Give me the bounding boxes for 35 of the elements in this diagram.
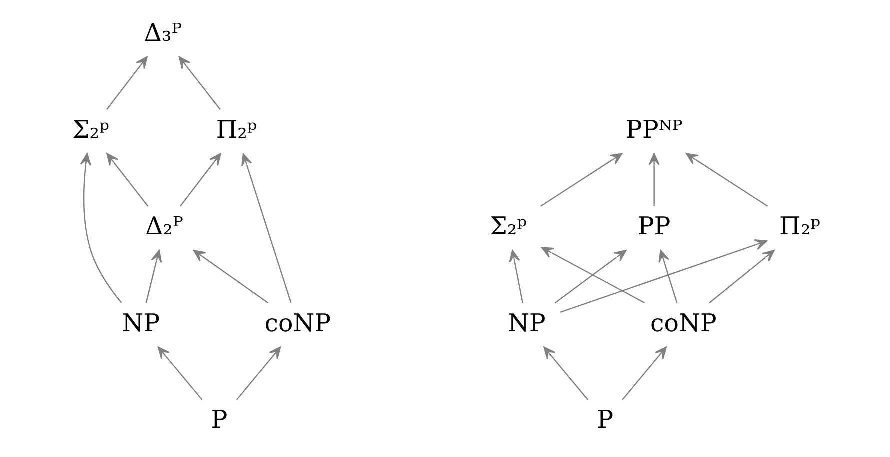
arrow bbox=[708, 250, 774, 304]
arrow bbox=[540, 247, 645, 304]
arrow bbox=[554, 250, 626, 304]
arrow bbox=[540, 153, 622, 207]
node-text: NP bbox=[507, 308, 546, 338]
node-text: P bbox=[210, 405, 228, 434]
arrow bbox=[560, 240, 767, 314]
arrow bbox=[106, 56, 148, 110]
arrow bbox=[145, 250, 162, 304]
arrow bbox=[157, 346, 202, 400]
arrow bbox=[543, 346, 588, 400]
arrow bbox=[648, 153, 660, 206]
node-text: PP bbox=[637, 212, 670, 241]
arrow bbox=[80, 153, 122, 304]
node-text: NP bbox=[122, 308, 160, 338]
arrow bbox=[241, 154, 292, 304]
arrow bbox=[192, 250, 268, 304]
node-text: Δ₂ᴾ bbox=[145, 212, 183, 241]
node-text: Δ₃ᴾ bbox=[144, 18, 182, 48]
node-text: Π₂ᵖ bbox=[779, 212, 820, 241]
node-text: coNP bbox=[264, 308, 331, 338]
arrow bbox=[685, 153, 768, 207]
node-text: P bbox=[596, 405, 614, 434]
node-text: PPᴺᴾ bbox=[625, 114, 682, 144]
node-text: Σ₂ᵖ bbox=[72, 114, 109, 144]
arrow bbox=[178, 56, 220, 110]
arrow bbox=[106, 153, 148, 207]
node-text: Π₂ᵖ bbox=[216, 114, 257, 144]
arrow bbox=[622, 346, 666, 400]
arrow bbox=[508, 250, 523, 304]
node-text: Σ₂ᵖ bbox=[490, 212, 527, 241]
arrow bbox=[236, 346, 281, 400]
arrow bbox=[658, 250, 678, 304]
node-text: coNP bbox=[650, 308, 716, 338]
arrow bbox=[179, 153, 221, 207]
